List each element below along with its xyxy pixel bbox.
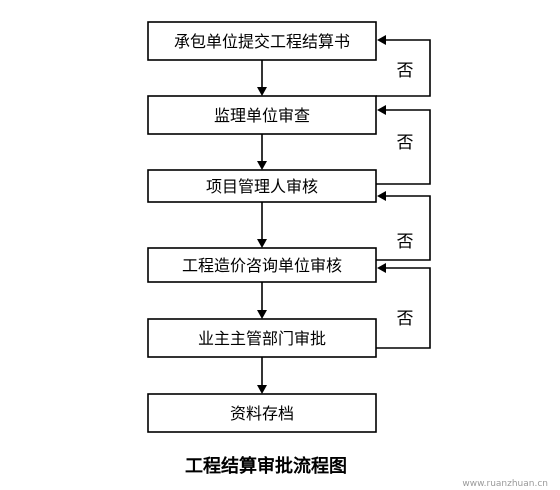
step-label-5: 业主主管部门审批	[198, 329, 326, 348]
reject-loop-step2-to-step1: 否	[376, 35, 431, 97]
diagram-title: 工程结算审批流程图	[185, 455, 347, 477]
reject-label-1: 否	[397, 61, 414, 81]
reject-loop-step5-to-step4: 否	[376, 263, 431, 349]
step-label-6: 资料存档	[230, 404, 294, 423]
reject-loop-step3-to-step2: 否	[376, 105, 431, 185]
step-node-3: 项目管理人审核	[147, 169, 377, 203]
arrow-step1-to-step2	[257, 60, 267, 96]
step-node-4: 工程造价咨询单位审核	[147, 247, 377, 283]
step-label-2: 监理单位审查	[214, 106, 310, 125]
step-node-6: 资料存档	[147, 393, 377, 433]
watermark: www.ruanzhuan.cn	[462, 479, 548, 489]
step-label-3: 项目管理人审核	[206, 177, 318, 196]
step-node-2: 监理单位审查	[147, 95, 377, 135]
step-node-5: 业主主管部门审批	[147, 318, 377, 358]
step-node-1: 承包单位提交工程结算书	[147, 21, 377, 61]
step-label-1: 承包单位提交工程结算书	[174, 32, 350, 51]
reject-label-2: 否	[397, 133, 414, 153]
step-label-4: 工程造价咨询单位审核	[182, 256, 342, 275]
arrow-step4-to-step5	[257, 282, 267, 319]
reject-label-4: 否	[397, 309, 414, 329]
arrow-step3-to-step4	[257, 202, 267, 248]
arrow-step5-to-step6	[257, 357, 267, 394]
reject-label-3: 否	[397, 232, 414, 252]
reject-loop-step4-to-step3: 否	[376, 191, 431, 261]
arrow-step2-to-step3	[257, 134, 267, 170]
